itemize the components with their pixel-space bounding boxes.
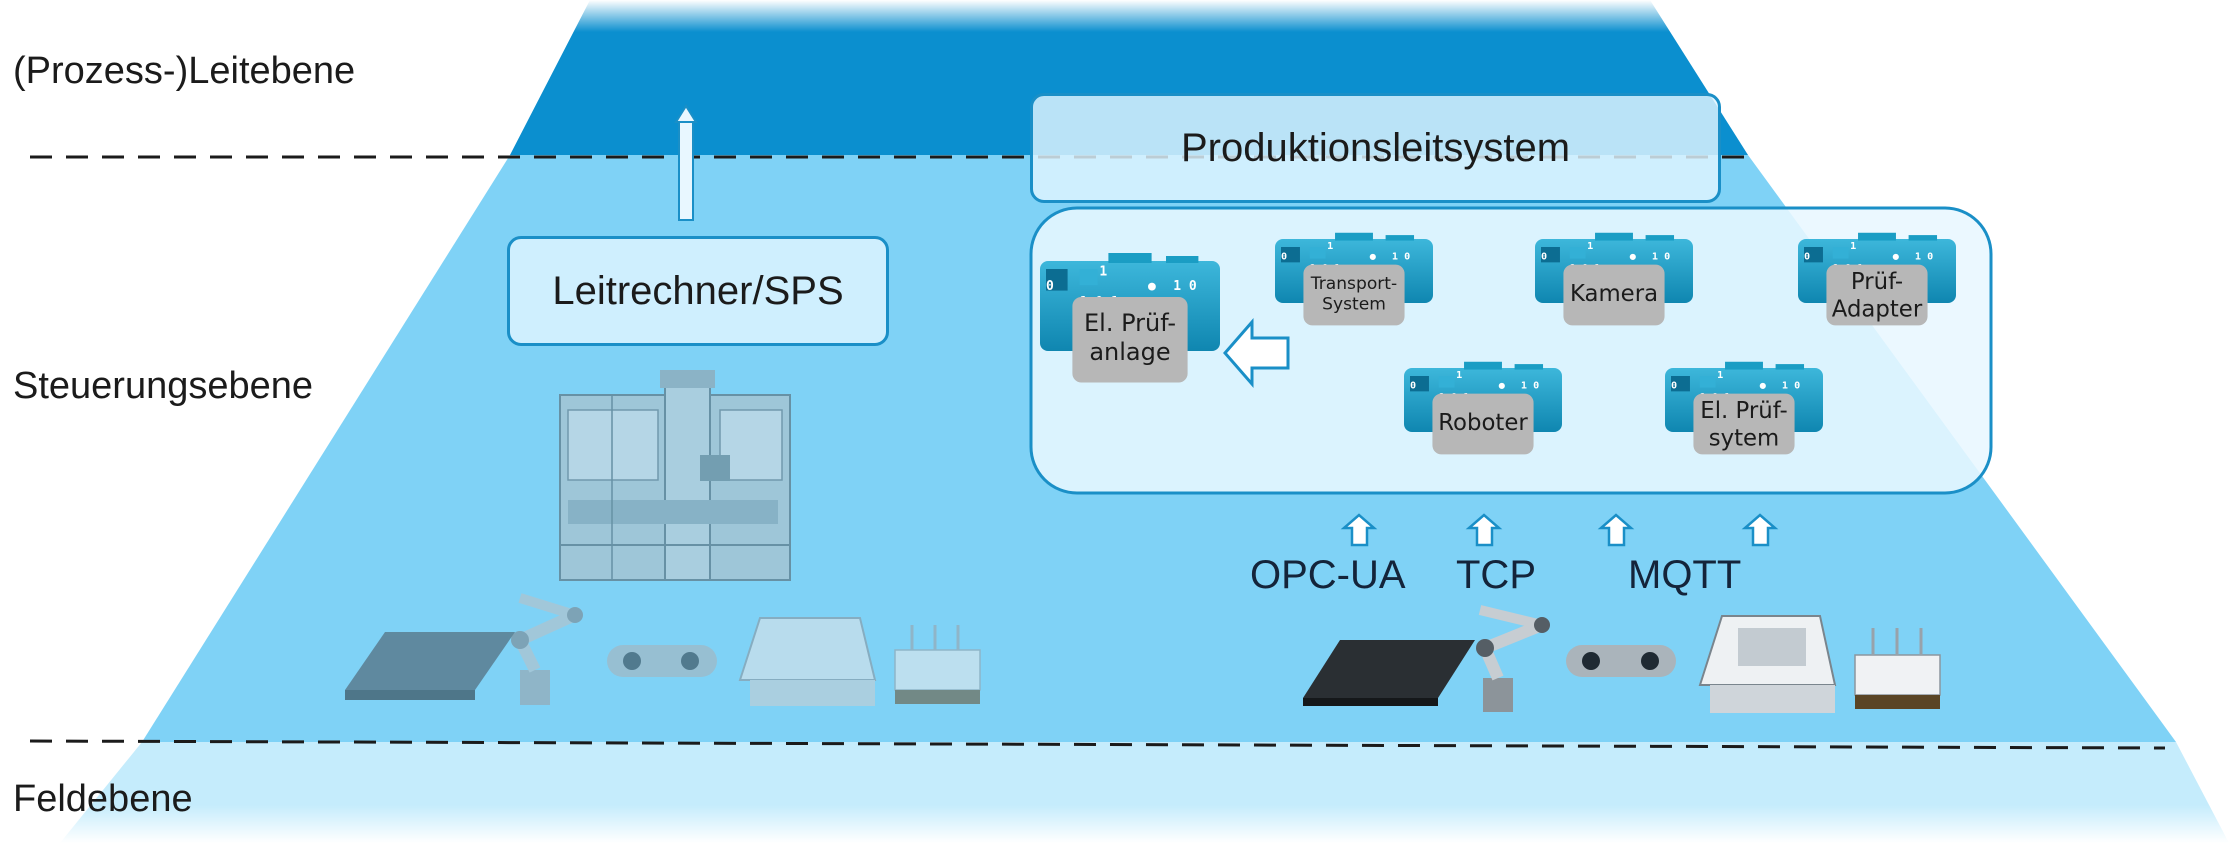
device-bit-top: 1 [1099, 264, 1107, 279]
layer-label-feldebene: Feldebene [13, 778, 193, 820]
test-adapter-image-right [1698, 615, 1837, 713]
separator-bottom [29, 739, 2166, 750]
device-label-line2: sytem [1709, 425, 1780, 451]
robot-arm-image-left [511, 593, 583, 705]
layer-label-steuerungsebene: Steuerungsebene [13, 365, 314, 407]
device-card: 01●1 01 0 1Roboter [1404, 361, 1562, 455]
conveyor-belt-image-right [1303, 640, 1475, 706]
device-label-line2: anlage [1089, 338, 1170, 366]
camera-image-left [607, 645, 717, 677]
protocol-label-tcp: TCP [1456, 553, 1536, 597]
device-label-line1: Prüf- [1851, 269, 1903, 295]
test-cell-machine-image [559, 370, 791, 581]
needle-adapter-image-right [1854, 628, 1941, 709]
device-label-line1: Roboter [1438, 410, 1528, 436]
device-bit-top: 1 [1456, 370, 1462, 381]
device-bit-dot: ● [1148, 279, 1156, 294]
device-bit-right: 1 0 [1392, 251, 1410, 262]
device-bit-left: 0 [1671, 380, 1677, 391]
protocol-label-mqtt: MQTT [1628, 553, 1742, 597]
conveyor-belt-image-left [345, 632, 515, 700]
device-bit-dot: ● [1499, 380, 1506, 391]
device-bit-right: 1 0 [1173, 279, 1197, 294]
leitrechner-label: Leitrechner/SPS [552, 268, 844, 313]
robot-arm-image-right [1476, 605, 1550, 712]
device-bit-left: 0 [1281, 251, 1287, 262]
device-card: 01●1 01 0 1Transport-System [1275, 232, 1433, 326]
protocol-label-opcua: OPC-UA [1250, 553, 1406, 597]
device-label-line2: Adapter [1832, 296, 1923, 322]
device-card: 01●1 01 0 1Prüf-Adapter [1798, 232, 1956, 326]
device-bit-top: 1 [1587, 241, 1593, 252]
device-bit-left: 0 [1046, 279, 1054, 294]
device-bit-left: 0 [1804, 251, 1810, 262]
device-bit-top: 1 [1717, 370, 1723, 381]
leitrechner-box: Leitrechner/SPS [507, 236, 889, 346]
up-arrow-icon [674, 104, 698, 221]
device-bit-dot: ● [1370, 251, 1377, 262]
device-bit-top: 1 [1850, 241, 1856, 252]
device-bit-right: 1 0 [1782, 380, 1800, 391]
device-bit-dot: ● [1630, 251, 1637, 262]
device-bit-right: 1 0 [1652, 251, 1670, 262]
layer-label-leitebene: (Prozess-)Leitebene [13, 50, 356, 92]
device-label-line1: El. Prüf- [1084, 309, 1176, 337]
device-bit-dot: ● [1893, 251, 1900, 262]
device-bit-top: 1 [1327, 241, 1333, 252]
device-card: 01●1 01 0 1Kamera [1535, 232, 1693, 326]
device-bit-right: 1 0 [1915, 251, 1933, 262]
device-label-line1: Kamera [1570, 281, 1658, 307]
protocol-arrow-icon [1340, 513, 1779, 547]
produktionsleitsystem-label: Produktionsleitsystem [1180, 125, 1571, 170]
device-card: 01●1 01 0 1El. Prüf-sytem [1665, 361, 1823, 455]
test-adapter-image-left [738, 617, 877, 706]
needle-adapter-image-left [894, 625, 981, 704]
produktionsleitsystem-box: Produktionsleitsystem [1030, 93, 1721, 203]
camera-image-right [1566, 645, 1676, 677]
device-bit-left: 0 [1410, 380, 1416, 391]
device-bit-right: 1 0 [1521, 380, 1539, 391]
device-label-line1: Transport- [1310, 274, 1397, 294]
device-bit-left: 0 [1541, 251, 1547, 262]
device-label-line1: El. Prüf- [1700, 398, 1787, 424]
device-label-line2: System [1322, 294, 1386, 314]
device-card: 01●1 01 0 1El. Prüf-anlage [1040, 253, 1220, 383]
device-bit-dot: ● [1760, 380, 1767, 391]
data-flow-arrow-icon [1223, 317, 1290, 389]
